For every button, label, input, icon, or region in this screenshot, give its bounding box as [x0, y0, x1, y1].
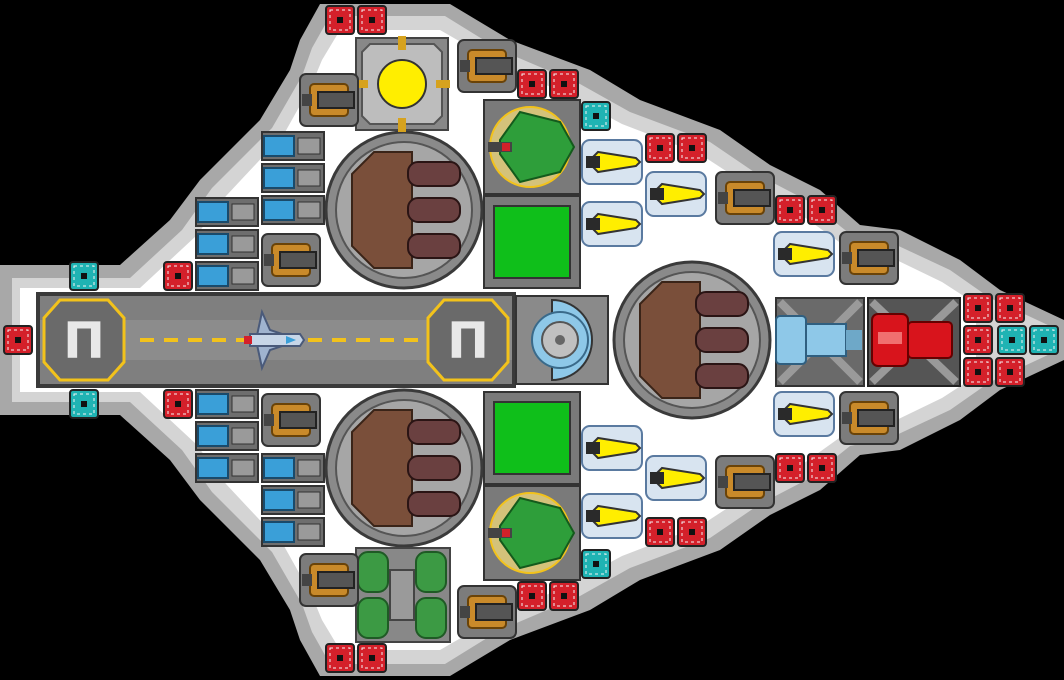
missile-pod-icon[interactable] [517, 69, 547, 99]
thruster-icon[interactable] [261, 195, 325, 225]
orange-gun-icon[interactable] [839, 391, 899, 445]
missile-pod-icon[interactable] [549, 581, 579, 611]
orange-gun-icon[interactable] [299, 73, 359, 127]
shield-generator-icon[interactable] [483, 391, 581, 485]
missile-pod-icon[interactable] [3, 325, 33, 355]
orange-gun-icon[interactable] [839, 231, 899, 285]
missile-pod-icon[interactable] [807, 453, 837, 483]
orange-gun-icon[interactable] [299, 553, 359, 607]
thruster-icon[interactable] [195, 261, 259, 291]
cannon-turret-icon[interactable] [324, 388, 484, 548]
missile-pod-icon[interactable] [325, 643, 355, 673]
missile-pod-icon[interactable] [775, 453, 805, 483]
thruster-icon[interactable] [195, 453, 259, 483]
missile-pod-icon[interactable] [581, 101, 611, 131]
orange-gun-icon[interactable] [261, 233, 321, 287]
missile-pod-icon[interactable] [581, 549, 611, 579]
cannon-turret-icon[interactable] [324, 130, 484, 290]
missile-pod-icon[interactable] [807, 195, 837, 225]
thruster-icon[interactable] [261, 163, 325, 193]
cannon-turrets [324, 130, 772, 548]
fighter-icon[interactable] [244, 308, 306, 372]
missile-pod-icon[interactable] [645, 517, 675, 547]
missile-pod-icon[interactable] [677, 517, 707, 547]
missile-pod-icon[interactable] [517, 581, 547, 611]
landing-pad-icon[interactable]: Π [42, 298, 126, 382]
thruster-icon[interactable] [261, 131, 325, 161]
thruster-icon[interactable] [195, 389, 259, 419]
missile-pod-icon[interactable] [325, 5, 355, 35]
ship-modules [3, 5, 1059, 673]
missile-pod-icon[interactable] [645, 133, 675, 163]
fuel-tank-icon[interactable] [355, 547, 451, 643]
missile-pod-icon[interactable] [963, 293, 993, 323]
missile-pod-icon[interactable] [995, 293, 1025, 323]
laser-cannon-icon[interactable] [483, 99, 581, 195]
cannon-turret-icon[interactable] [612, 260, 772, 420]
reactor-icon[interactable] [354, 36, 450, 132]
missile-pod-icon[interactable] [163, 389, 193, 419]
laser-battery-icon[interactable] [773, 231, 835, 277]
laser-battery-icon[interactable] [581, 139, 643, 185]
orange-gun-icon[interactable] [715, 455, 775, 509]
orange-gun-icon[interactable] [457, 585, 517, 639]
thruster-icon[interactable] [195, 421, 259, 451]
orange-gun-icon[interactable] [261, 393, 321, 447]
laser-cannon-icon[interactable] [483, 485, 581, 581]
svg-text:Π: Π [63, 312, 105, 370]
missile-pod-icon[interactable] [963, 357, 993, 387]
missile-pod-icon[interactable] [69, 389, 99, 419]
missile-pod-icon[interactable] [357, 5, 387, 35]
laser-battery-icon[interactable] [581, 425, 643, 471]
thruster-icon[interactable] [195, 229, 259, 259]
missile-pod-icon[interactable] [357, 643, 387, 673]
laser-battery-icon[interactable] [581, 201, 643, 247]
missile-pod-icon[interactable] [963, 325, 993, 355]
orange-gun-icon[interactable] [457, 39, 517, 93]
orange-gun-icon[interactable] [715, 171, 775, 225]
laser-battery-icon[interactable] [645, 455, 707, 501]
missile-pod-icon[interactable] [163, 261, 193, 291]
laser-battery-icon[interactable] [581, 493, 643, 539]
missile-pod-icon[interactable] [995, 357, 1025, 387]
thruster-icon[interactable] [261, 453, 325, 483]
engine-icon[interactable] [775, 297, 865, 387]
laser-battery-icon[interactable] [645, 171, 707, 217]
svg-text:Π: Π [447, 312, 489, 370]
missile-pod-icon[interactable] [549, 69, 579, 99]
thruster-icon[interactable] [195, 197, 259, 227]
missile-pod-icon[interactable] [775, 195, 805, 225]
laser-battery-icon[interactable] [773, 391, 835, 437]
shield-generator-icon[interactable] [483, 195, 581, 289]
landing-pad-icon[interactable]: Π [426, 298, 510, 382]
missile-pod-icon[interactable] [997, 325, 1027, 355]
thruster-icon[interactable] [261, 485, 325, 515]
engine-icon[interactable] [867, 297, 961, 387]
missile-pod-icon[interactable] [1029, 325, 1059, 355]
missile-pod-icon[interactable] [69, 261, 99, 291]
thruster-icon[interactable] [261, 517, 325, 547]
core-dome-icon[interactable] [515, 295, 609, 385]
missile-pod-icon[interactable] [677, 133, 707, 163]
